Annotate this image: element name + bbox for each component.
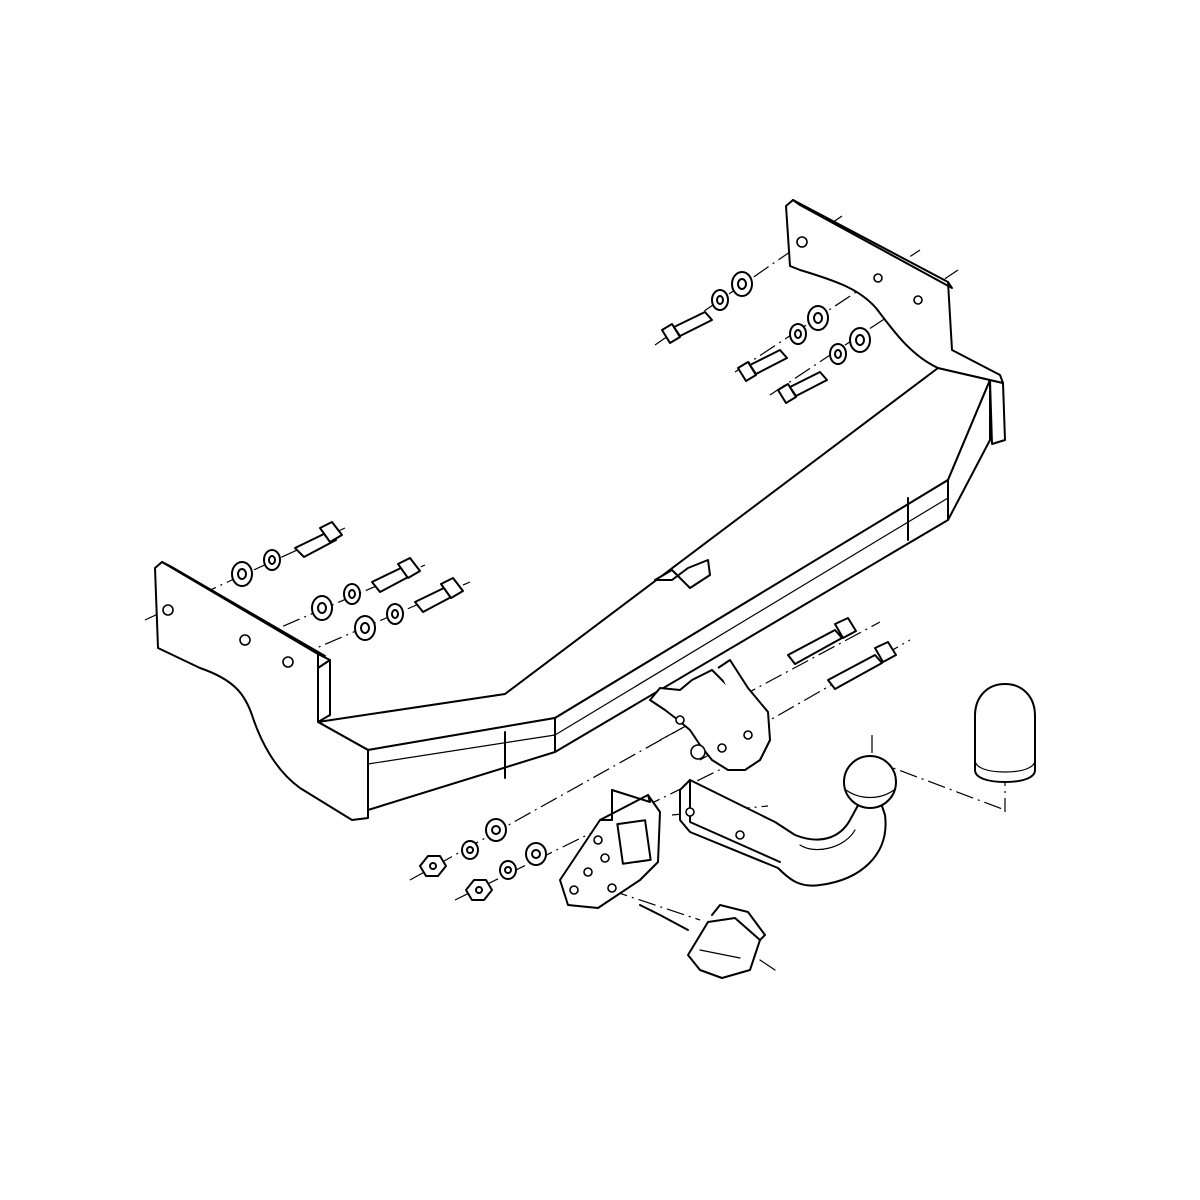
drawing-stroke — [317, 659, 331, 723]
drawing-stroke — [491, 825, 501, 835]
drawing-stroke — [855, 334, 865, 346]
drawing-stroke — [611, 789, 651, 803]
left-fasteners — [231, 521, 464, 641]
drawing-stroke — [871, 759, 1006, 811]
drawing-stroke — [282, 656, 294, 668]
drawing-stroke — [687, 917, 761, 979]
drawing-stroke — [689, 779, 781, 863]
drawing-stroke — [813, 312, 823, 324]
drawing-stroke — [735, 830, 745, 840]
drawing-stroke — [504, 866, 512, 874]
drawing-stroke — [913, 295, 923, 305]
neck-bolts — [787, 617, 897, 690]
drawing-stroke — [475, 886, 483, 894]
tow-ball — [843, 755, 897, 809]
drawing-stroke — [237, 568, 247, 580]
drawing-stroke — [989, 379, 1006, 445]
drawing-stroke — [699, 949, 741, 959]
drawing-stroke — [162, 604, 174, 616]
drawing-stroke — [834, 349, 842, 359]
left-mounting-plate — [154, 561, 369, 821]
drawing-stroke — [711, 904, 766, 941]
drawing-stroke — [639, 904, 689, 931]
drawing-stroke — [317, 602, 327, 614]
drawing-stroke — [679, 779, 887, 887]
drawing-stroke — [974, 759, 1036, 773]
drawing-stroke — [792, 199, 953, 289]
bolt — [749, 349, 788, 375]
drawing-stroke — [239, 634, 251, 646]
drawing-stroke — [717, 659, 771, 761]
right-mounting-plate — [785, 199, 1004, 384]
drawing-stroke — [554, 497, 949, 736]
drawing-stroke — [845, 789, 895, 799]
drawing-stroke — [717, 743, 727, 753]
right-fasteners — [661, 271, 871, 404]
drawing-stroke — [409, 717, 701, 881]
drawing-stroke — [593, 835, 603, 845]
drawing-stroke — [531, 849, 541, 859]
drawing-stroke — [794, 329, 802, 339]
bolt-head — [737, 361, 757, 382]
tow-ball-assembly — [679, 755, 897, 887]
drawing-stroke — [654, 559, 711, 589]
drawing-stroke — [873, 273, 883, 283]
drawing-stroke — [834, 617, 857, 639]
drawing-stroke — [569, 885, 579, 895]
drawing-stroke — [737, 278, 747, 290]
drawing-stroke — [268, 555, 276, 565]
wiring-connector — [639, 904, 776, 979]
drawing-stroke — [317, 653, 331, 661]
center-bracket — [649, 559, 771, 771]
drawing-stroke — [429, 862, 437, 870]
drawing-stroke — [874, 641, 897, 663]
drawing-stroke — [599, 789, 613, 821]
drawing-stroke — [716, 295, 724, 305]
drawing-stroke — [974, 683, 1036, 783]
drawing-stroke — [759, 959, 776, 971]
drawing-stroke — [466, 846, 474, 854]
bolt — [294, 531, 337, 558]
drawing-stroke — [319, 521, 343, 543]
ball-cover-cap — [974, 683, 1036, 783]
drawing-stroke — [607, 883, 617, 893]
crossbar — [317, 367, 1006, 811]
drawing-stroke — [690, 744, 706, 760]
drawing-stroke — [685, 807, 695, 817]
drawing-stroke — [391, 609, 399, 619]
drawing-stroke — [609, 889, 701, 921]
drawing-stroke — [367, 734, 556, 765]
bolt — [673, 311, 713, 337]
drawing-stroke — [600, 853, 610, 863]
drawing-stroke — [397, 557, 421, 579]
drawing-stroke — [785, 199, 1004, 384]
drawing-stroke — [583, 867, 593, 877]
drawing-stroke — [796, 236, 808, 248]
electrical-socket-plate — [559, 789, 661, 909]
drawing-stroke — [348, 589, 356, 599]
drawing-stroke — [616, 819, 652, 865]
drawing-stroke — [154, 561, 369, 821]
drawing-stroke — [440, 577, 464, 599]
drawing-stroke — [360, 622, 370, 634]
bottom-fasteners — [419, 818, 547, 901]
bolt — [789, 371, 828, 397]
bolt — [827, 654, 883, 690]
drawing-stroke — [799, 829, 856, 851]
drawing-stroke — [675, 715, 685, 725]
drawing-stroke — [743, 730, 753, 740]
